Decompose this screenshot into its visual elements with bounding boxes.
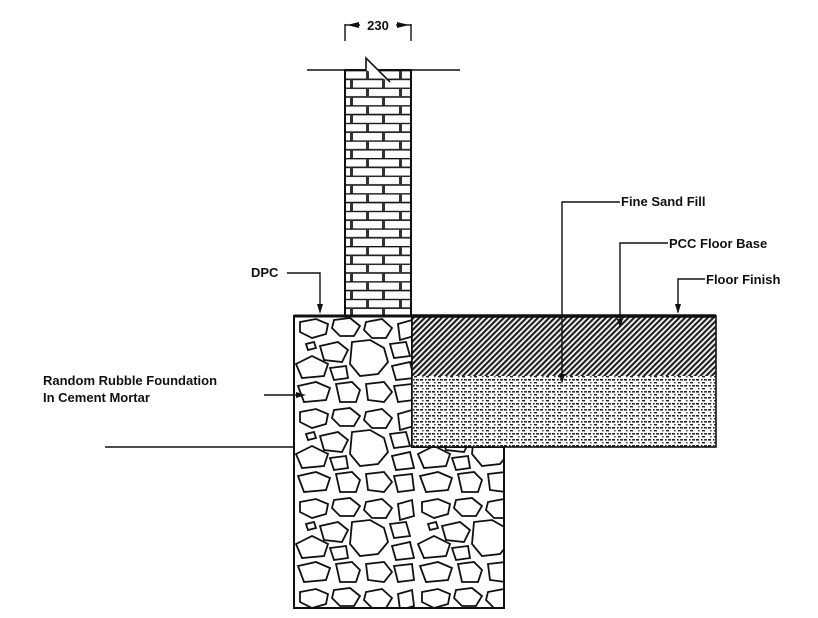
- pcc-floor-base-layer: [412, 316, 716, 376]
- pcc-floor-base-label: PCC Floor Base: [669, 236, 767, 251]
- dimension-arrow-left: [347, 22, 359, 28]
- foundation-callout: Random Rubble Foundation In Cement Morta…: [43, 373, 306, 405]
- dimension-arrow-right: [397, 22, 409, 28]
- fine-sand-fill-callout: Fine Sand Fill: [559, 194, 706, 384]
- floor-finish-label: Floor Finish: [706, 272, 780, 287]
- dpc-label: DPC: [251, 265, 279, 280]
- wall-break-line: [307, 56, 460, 83]
- fine-sand-fill-layer: [412, 376, 716, 447]
- floor-layers: [411, 314, 717, 448]
- brick-wall: [344, 69, 412, 317]
- foundation-label-line1: Random Rubble Foundation: [43, 373, 217, 388]
- dimension-label: 230: [367, 18, 389, 33]
- pcc-floor-base-callout: PCC Floor Base: [617, 236, 767, 328]
- fine-sand-fill-label: Fine Sand Fill: [621, 194, 706, 209]
- floor-finish-callout: Floor Finish: [675, 272, 780, 314]
- dimension-230: 230: [344, 18, 412, 41]
- dpc-callout: DPC: [251, 265, 323, 314]
- foundation-label-line2: In Cement Mortar: [43, 390, 150, 405]
